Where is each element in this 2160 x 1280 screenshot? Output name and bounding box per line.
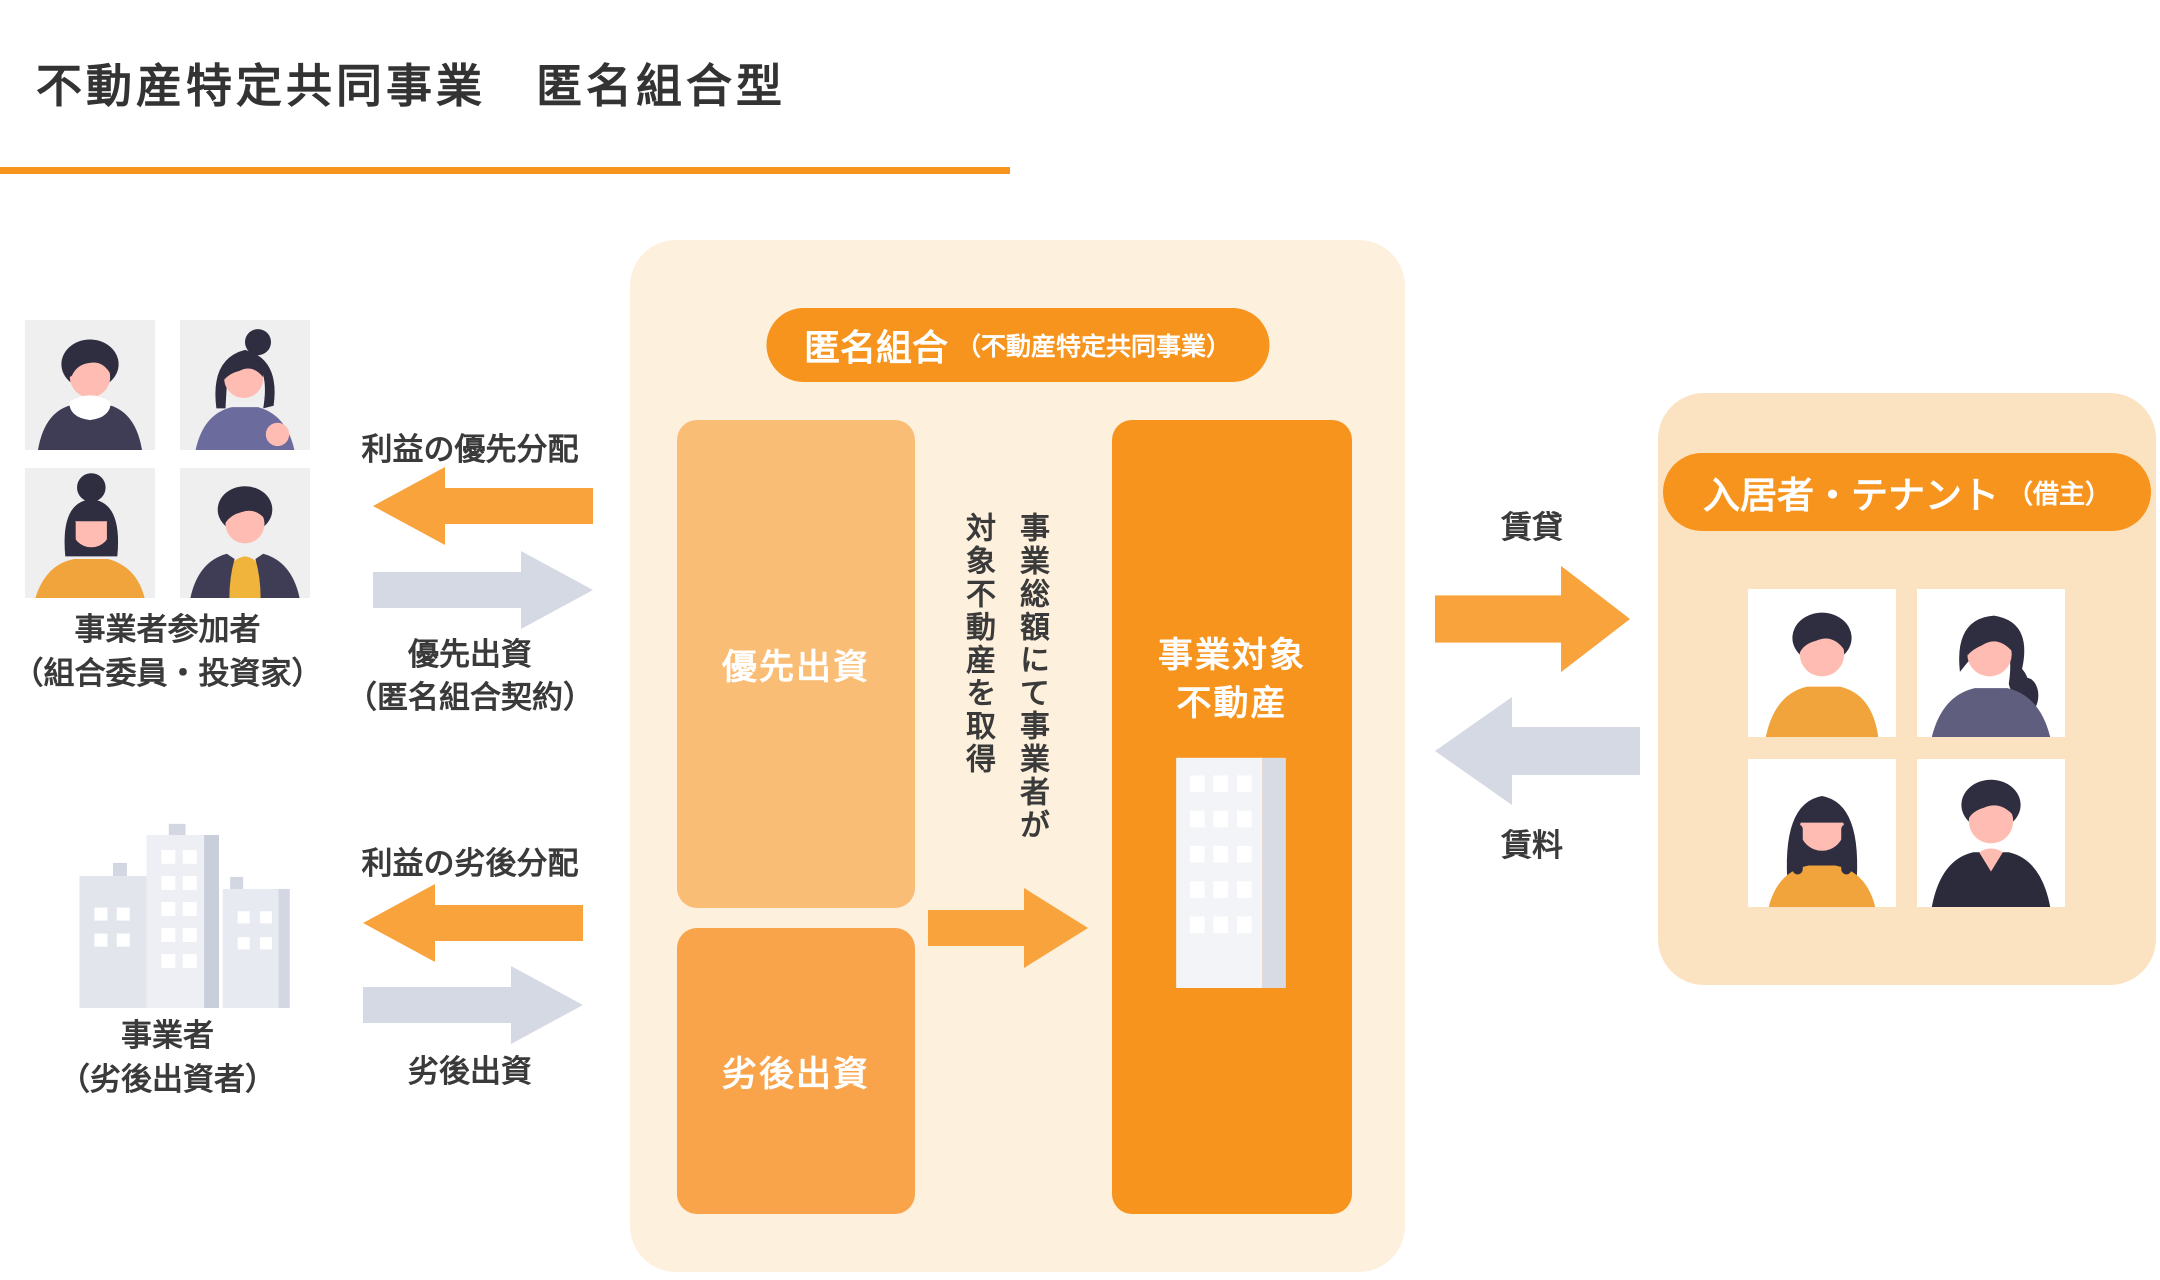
profit-priority-arrow-left-icon (373, 467, 593, 545)
profit-subordinated-arrow-left-icon (363, 884, 583, 962)
partnership-badge: 匿名組合 （不動産特定共同事業） (765, 308, 1270, 382)
priority-investment-arrow-right-icon (373, 551, 593, 629)
target-property-label-line1: 事業対象 (1157, 636, 1306, 675)
partnership-box: 匿名組合 （不動産特定共同事業） 優先出資 劣後出資 事業総額にて事業者が対象不… (630, 240, 1405, 1272)
profit-priority-label: 利益の優先分配 (361, 432, 579, 467)
tenant-badge-main: 入居者・テナント (1702, 475, 1999, 516)
avatar-participant-woman-bun (180, 320, 310, 450)
avatar-tenant-woman-longhair (1748, 759, 1896, 907)
subordinated-investment-box: 劣後出資 (677, 928, 915, 1214)
operator-label: 事業者 （劣後出資者） (0, 1014, 335, 1102)
avatar-participant-man-scarf (25, 320, 155, 450)
person-icon (1931, 615, 2051, 737)
rent-arrow-left-icon (1435, 697, 1640, 805)
priority-investment-label-line2: （匿名組合契約） (346, 680, 594, 715)
target-property-label-line2: 不動産 (1176, 684, 1288, 723)
tenant-badge: 入居者・テナント （借主） (1662, 453, 2152, 531)
avatar-participant-man-jacket (180, 468, 310, 598)
person-icon (1931, 779, 2051, 907)
tenant-badge-sub: （借主） (2006, 478, 2112, 509)
priority-investment-box-label: 優先出資 (721, 647, 870, 687)
partnership-badge-sub: （不動産特定共同事業） (956, 333, 1232, 361)
person-icon (1768, 796, 1876, 907)
page-title: 不動産特定共同事業 匿名組合型 (36, 60, 786, 112)
title-underline (0, 167, 1010, 174)
person-icon (35, 473, 145, 598)
participants-label: 事業者参加者 （組合委員・投資家） (0, 608, 335, 696)
operator-label-line1: 事業者 (121, 1018, 214, 1053)
priority-investment-label-line1: 優先出資 (408, 637, 532, 672)
tenant-avatar-grid (1748, 589, 2066, 907)
rent-label: 賃料 (1501, 828, 1563, 863)
lease-arrow-right-icon (1435, 565, 1630, 673)
acquisition-note: 事業総額にて事業者が対象不動産を取得 (961, 512, 1048, 842)
target-property-box: 事業対象 不動産 (1112, 420, 1352, 1214)
participants-label-line2: （組合委員・投資家） (12, 656, 323, 691)
subordinated-investment-label: 劣後出資 (408, 1054, 532, 1089)
partnership-badge-main: 匿名組合 (803, 327, 948, 368)
profit-subordinated-label: 利益の劣後分配 (361, 846, 579, 881)
subordinated-investment-arrow-right-icon (363, 966, 583, 1044)
avatar-tenant-woman-ponytail (1917, 589, 2065, 737)
subordinated-investment-box-label: 劣後出資 (721, 1054, 870, 1094)
target-property-building-icon (1176, 757, 1286, 988)
participants-label-line1: 事業者参加者 (74, 612, 261, 647)
tenant-box: 入居者・テナント （借主） (1658, 393, 2156, 985)
avatar-tenant-man-orange (1748, 589, 1896, 737)
person-icon (38, 339, 142, 450)
operator-building-icon (79, 823, 290, 1008)
avatar-participant-woman-bangs (25, 468, 155, 598)
avatar-tenant-man-coat (1917, 759, 2065, 907)
priority-investment-box: 優先出資 (677, 420, 915, 908)
person-icon (190, 486, 300, 598)
person-icon (195, 329, 295, 450)
person-icon (1765, 612, 1879, 737)
operator-label-line2: （劣後出資者） (59, 1062, 276, 1097)
lease-label: 賃貸 (1501, 510, 1563, 545)
acquisition-arrow-right-icon (928, 888, 1088, 968)
target-property-label: 事業対象 不動産 (1158, 632, 1306, 728)
